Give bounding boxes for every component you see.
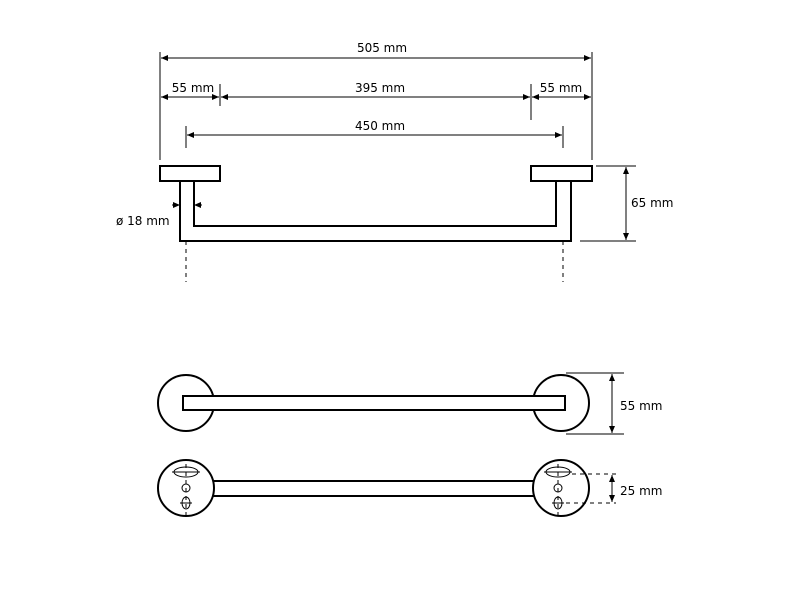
towel-bar-back bbox=[212, 480, 536, 497]
side-view: 505 mm 55 mm 395 mm 55 mm 450 mm ø 18 mm… bbox=[116, 41, 673, 282]
dimension-bar-length: 450 mm bbox=[355, 119, 405, 133]
front-view: 55 mm bbox=[157, 372, 662, 435]
left-mounting-holes bbox=[172, 464, 200, 515]
towel-bar-side-profile bbox=[179, 181, 572, 242]
towel-bar-front bbox=[182, 395, 566, 411]
dimension-tube-diameter: ø 18 mm bbox=[116, 214, 170, 228]
dimension-left-offset: 55 mm bbox=[172, 81, 214, 95]
dimension-rosette-diameter: 55 mm bbox=[620, 399, 662, 413]
dimension-overall-width: 505 mm bbox=[357, 41, 407, 55]
dimension-right-offset: 55 mm bbox=[540, 81, 582, 95]
back-view: 25 mm bbox=[157, 459, 662, 517]
dimension-projection: 65 mm bbox=[631, 196, 673, 210]
dimension-middle-span: 395 mm bbox=[355, 81, 405, 95]
dimension-hole-spacing: 25 mm bbox=[620, 484, 662, 498]
left-wall-plate bbox=[159, 165, 221, 182]
right-mounting-holes bbox=[544, 464, 572, 515]
right-wall-plate bbox=[530, 165, 593, 182]
